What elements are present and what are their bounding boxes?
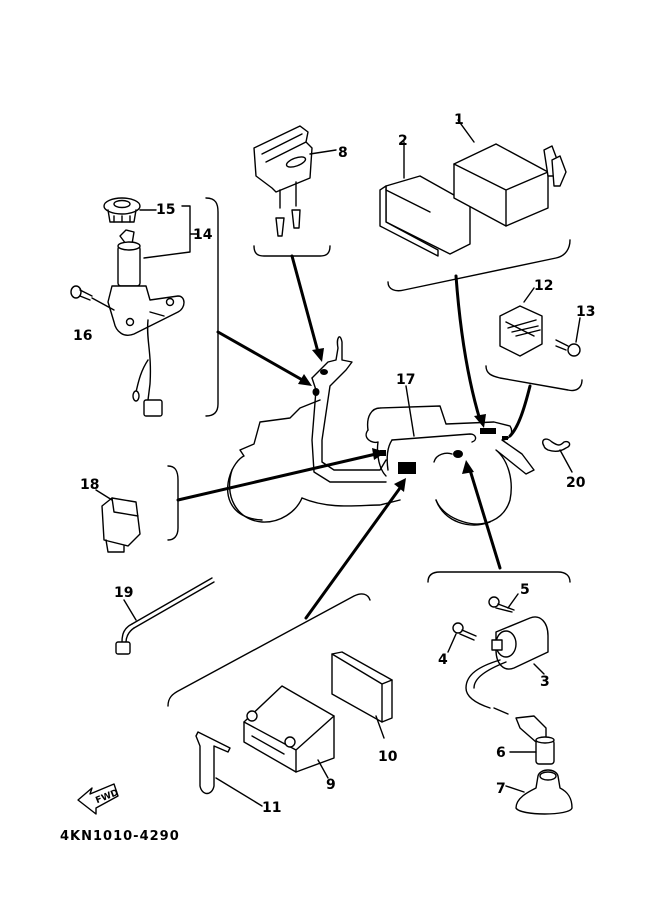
callout-7: 7	[496, 781, 506, 797]
bracket-main-switch	[205, 197, 219, 417]
part-4-bolt	[447, 622, 477, 653]
callout-18: 18	[80, 477, 99, 493]
rear-wheel	[435, 499, 491, 526]
part-7-cover	[505, 769, 573, 815]
bracket-ignition	[427, 571, 571, 583]
callout-20: 20	[566, 475, 586, 491]
arrow-cdi	[454, 274, 482, 422]
arrow-ignition	[468, 468, 502, 570]
callout-16: 16	[73, 328, 92, 344]
part-10-pad	[331, 651, 393, 739]
harness-line	[391, 433, 477, 443]
part-9-battery	[243, 685, 335, 779]
callout-12: 12	[534, 278, 553, 294]
arrow-battery	[304, 486, 402, 620]
arrowhead-switch-8	[312, 348, 324, 362]
headlight-mark	[320, 369, 328, 375]
arrow-main-switch	[216, 330, 308, 384]
switch-mark	[312, 388, 320, 396]
part-8-switch	[253, 125, 337, 237]
scooter-outline	[226, 336, 535, 526]
callout-13: 13	[576, 304, 595, 320]
front-wheel	[228, 469, 303, 523]
bracket-battery	[167, 593, 371, 707]
part-3-ignition-coil	[465, 616, 549, 715]
callout-3: 3	[540, 674, 550, 690]
arrowhead-ignition	[462, 460, 474, 474]
catalog-code: 4KN1010-4290	[60, 829, 180, 844]
seat-front	[365, 429, 387, 477]
part-18-relay	[95, 489, 141, 553]
coil-wire	[433, 452, 453, 463]
part-2-cover	[379, 141, 471, 257]
callout-9: 9	[326, 777, 336, 793]
harness-drop	[386, 439, 393, 471]
callout-1: 1	[454, 112, 464, 128]
callout-2: 2	[398, 133, 408, 149]
steering-column-inner	[311, 377, 387, 483]
part-19-band	[115, 577, 215, 655]
arrow-switch-8	[290, 254, 320, 354]
arrowhead-relay	[372, 448, 386, 460]
callout-8: 8	[338, 145, 348, 161]
callout-4: 4	[438, 652, 448, 668]
battery-location-mark	[398, 462, 416, 474]
part-11-band	[195, 731, 263, 807]
arrow-relay	[176, 452, 378, 502]
callout-6: 6	[496, 745, 506, 761]
front-body-outline	[226, 399, 321, 521]
arrowhead-main-switch	[298, 374, 312, 386]
arrowhead-battery	[394, 478, 406, 492]
steering-column	[311, 336, 387, 471]
coil-location-mark	[453, 450, 463, 458]
callout-15: 15	[156, 202, 175, 218]
regulator-location-mark	[502, 436, 508, 440]
part-1-cdi	[453, 119, 567, 227]
part-20-clamp	[542, 438, 573, 473]
arrowhead-cdi	[474, 414, 486, 428]
rear-body-outline	[366, 405, 535, 525]
group-brackets	[167, 197, 583, 707]
part-15-cap	[103, 197, 141, 223]
bracket-regulator	[485, 365, 583, 392]
part-6-plug-cap	[509, 715, 555, 765]
callout-17: 17	[396, 372, 415, 388]
part-5-bolt	[488, 593, 519, 613]
part-13-bolt	[555, 317, 581, 357]
part-14-main-switch	[107, 229, 185, 417]
cdi-location-mark	[480, 428, 496, 434]
callout-5: 5	[520, 582, 530, 598]
part-16-bolt	[70, 285, 115, 311]
fwd-arrow-icon: FWD	[77, 783, 120, 815]
callout-10: 10	[378, 749, 398, 765]
callout-14: 14	[193, 227, 213, 243]
callout-11: 11	[262, 800, 281, 816]
bracket-relay	[167, 465, 179, 541]
callout-19: 19	[114, 585, 133, 601]
leader-17	[405, 385, 415, 437]
bracket-cdi	[387, 239, 571, 292]
arrow-regulator	[508, 384, 532, 438]
leader-14-15	[139, 205, 199, 259]
part-12-regulator	[499, 287, 543, 357]
floor-outline	[301, 497, 401, 507]
